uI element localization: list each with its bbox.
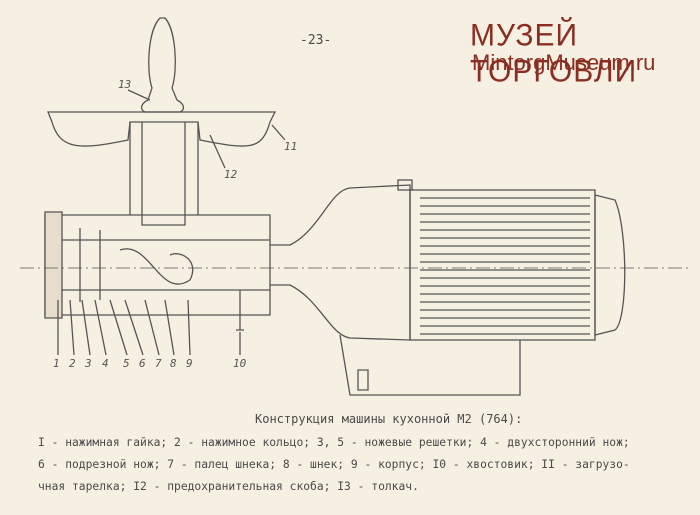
part-label: 3 [85, 357, 92, 370]
part-label: 4 [102, 357, 109, 370]
part-label: 12 [224, 168, 238, 181]
part-label: 11 [284, 140, 298, 153]
figure-caption: Конструкция машины кухонной М2 (764): [255, 412, 523, 426]
part-label: 10 [233, 357, 247, 370]
legend-line: I - нажимная гайка; 2 - нажимное кольцо;… [38, 436, 630, 449]
part-label: 7 [155, 357, 162, 370]
part-label: 2 [69, 357, 76, 370]
part-label: 9 [186, 357, 193, 370]
legend-line: чная тарелка; I2 - предохранительная ско… [38, 480, 419, 493]
page-number: -23- [300, 33, 332, 48]
museum-logo-title: МУЗЕЙ ТОРГОВЛИ [470, 18, 638, 89]
museum-logo-url: MintorgMuseum.ru [472, 50, 656, 75]
legend-line: 6 - подрезной нож; 7 - палец шнека; 8 - … [38, 458, 630, 471]
part-label: 6 [139, 357, 146, 370]
part-label: 13 [118, 78, 132, 91]
part-label: 1 [53, 357, 60, 370]
part-label: 5 [123, 357, 130, 370]
part-label: 8 [170, 357, 177, 370]
